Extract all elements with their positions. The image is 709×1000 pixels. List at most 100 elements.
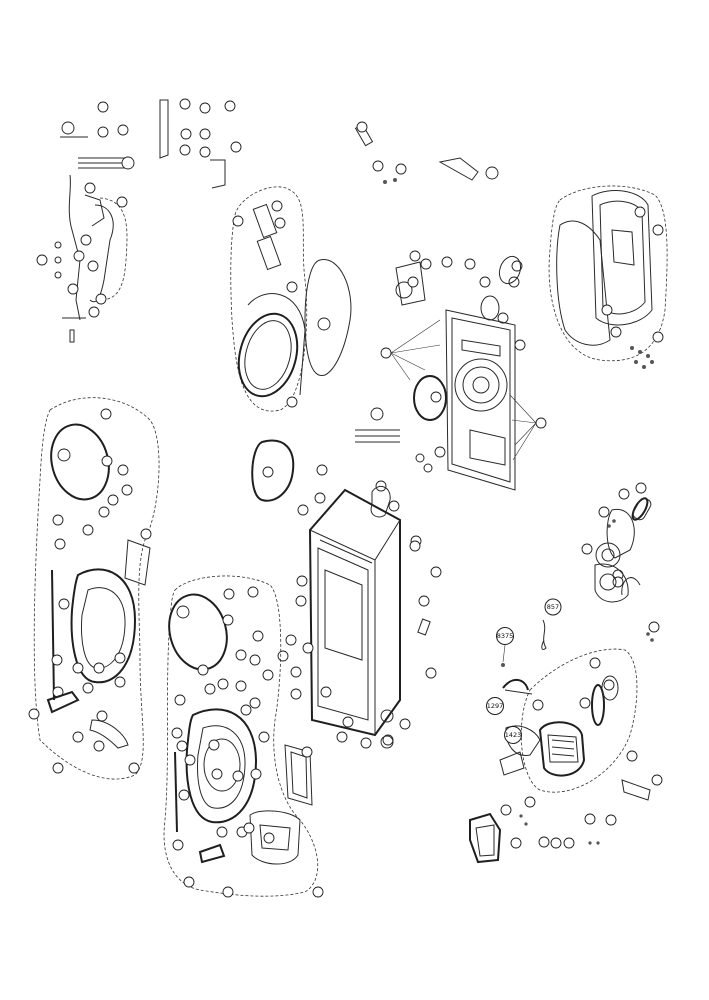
callout: [262, 669, 274, 681]
callout: [297, 504, 309, 516]
callout: [117, 124, 129, 136]
callout: [107, 494, 119, 506]
callout: [98, 506, 110, 518]
callout: [73, 250, 85, 262]
callout: [312, 886, 324, 898]
callout: [240, 704, 252, 716]
callout: [121, 156, 135, 170]
callout: [418, 595, 430, 607]
callout: [395, 163, 407, 175]
callout: [117, 464, 129, 476]
callout: [360, 737, 372, 749]
callout: [314, 492, 326, 504]
callout: [563, 837, 575, 849]
bulkhead-ring-group: [230, 186, 352, 412]
callout-label-1423: 1423: [505, 731, 522, 739]
callout: [301, 746, 313, 758]
callout-1423: 1423: [504, 726, 522, 744]
callout: [430, 566, 442, 578]
callout: [58, 598, 70, 610]
callout: [464, 258, 476, 270]
callout: [581, 543, 593, 555]
bracket-group: [159, 98, 242, 189]
callout: [277, 650, 289, 662]
callout: [199, 102, 211, 114]
callout: [95, 293, 107, 305]
callout: [222, 886, 234, 898]
callout: [388, 500, 400, 512]
callout: [72, 731, 84, 743]
callout: [97, 126, 109, 138]
callout: [93, 740, 105, 752]
callout: [82, 524, 94, 536]
callout: [176, 605, 190, 619]
callout: [243, 822, 255, 834]
callout: [652, 224, 664, 236]
callout: [223, 588, 235, 600]
callout: [249, 697, 261, 709]
callout: [28, 708, 40, 720]
callout: [57, 448, 71, 462]
callout: [101, 455, 113, 467]
callout: [336, 731, 348, 743]
callout: [538, 836, 550, 848]
top-middle-parts: [354, 121, 499, 184]
callout: [434, 446, 446, 458]
callout: [54, 538, 66, 550]
callout: [652, 331, 664, 343]
callout-1297: 1297: [486, 697, 504, 715]
callout: [550, 837, 562, 849]
callout: [511, 260, 523, 272]
callout: [51, 654, 63, 666]
callout: [36, 254, 48, 266]
gasket-group: [251, 407, 400, 502]
callout: [208, 739, 220, 751]
callout-857: 857: [544, 598, 562, 616]
front-door-assembly-left: [28, 397, 160, 780]
callout: [479, 276, 491, 288]
callout: [409, 250, 421, 262]
callout: [425, 667, 437, 679]
callout: [204, 683, 216, 695]
callout: [184, 754, 196, 766]
callout: [296, 575, 308, 587]
callout: [197, 664, 209, 676]
callout: [180, 128, 192, 140]
callout: [497, 312, 509, 324]
callout: [514, 339, 526, 351]
callout: [211, 768, 223, 780]
wiring-harness-group: [36, 101, 135, 343]
top-right-cover-group: [548, 185, 668, 369]
motor-assembly-group: 857 8375 1297 1423: [486, 598, 663, 801]
callout: [52, 514, 64, 526]
callout: [232, 215, 244, 227]
callout: [96, 710, 108, 722]
callout: [249, 654, 261, 666]
callout: [179, 144, 191, 156]
callout: [290, 666, 302, 678]
callout: [232, 770, 244, 782]
callout: [356, 121, 368, 133]
callout: [171, 727, 183, 739]
bottom-right-bracket-group: [469, 796, 617, 864]
callout: [247, 586, 259, 598]
callout: [82, 682, 94, 694]
callout: [535, 417, 547, 429]
callout: [224, 100, 236, 112]
callout: [317, 317, 331, 331]
callout: [128, 762, 140, 774]
callout: [140, 528, 152, 540]
callout: [618, 488, 630, 500]
callout: [286, 396, 298, 408]
callout: [612, 576, 624, 588]
callout: [72, 662, 84, 674]
callout: [286, 281, 298, 293]
callout: [263, 832, 275, 844]
callout: [295, 595, 307, 607]
callout: [80, 234, 92, 246]
callout: [262, 466, 274, 478]
callout-8375: 8375: [496, 627, 514, 645]
callout: [634, 206, 646, 218]
callout: [84, 182, 96, 194]
